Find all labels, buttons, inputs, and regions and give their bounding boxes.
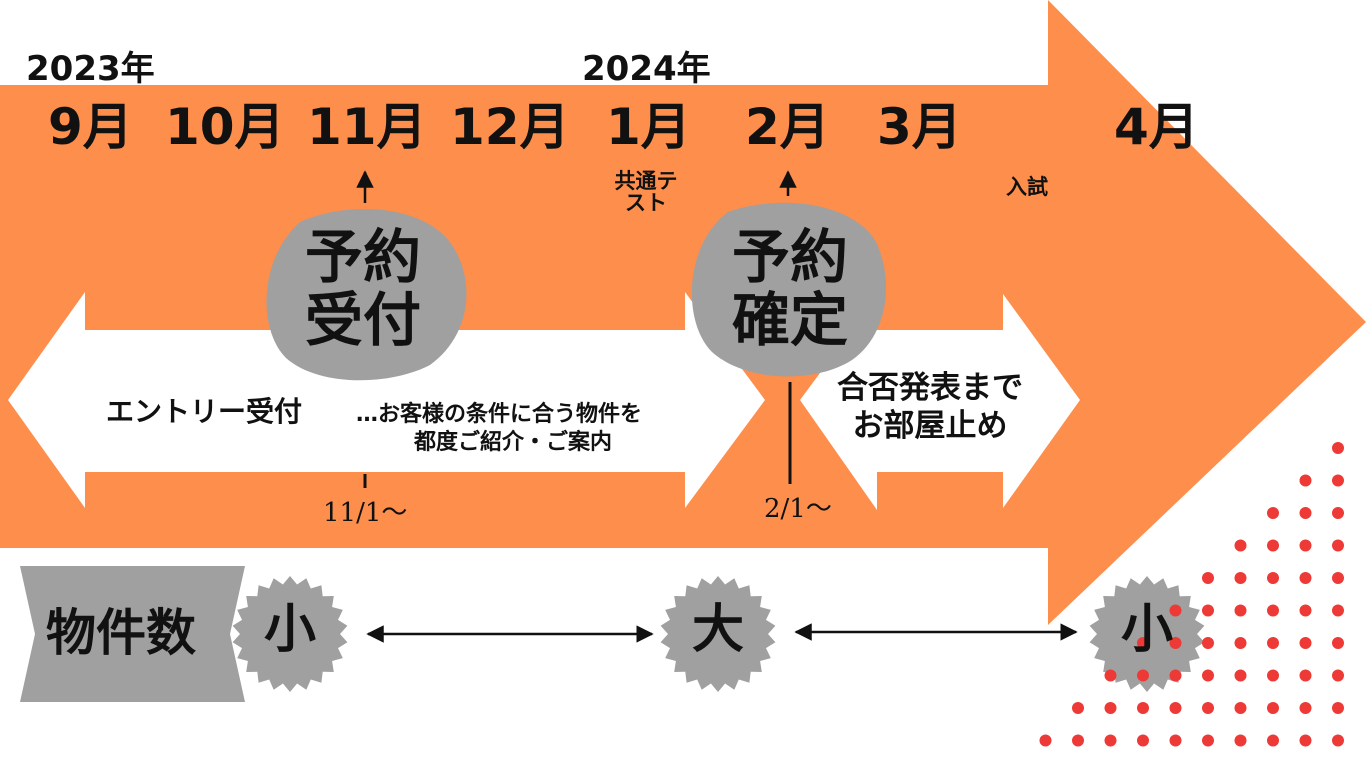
dot xyxy=(1137,734,1149,747)
entry-period-arrow xyxy=(8,292,765,508)
announcement-line1: 合否発表まで xyxy=(837,370,1023,406)
count-level-large: 大 xyxy=(691,600,744,660)
dot xyxy=(1234,604,1247,617)
dot xyxy=(1299,734,1312,747)
dot xyxy=(1267,507,1279,519)
dot xyxy=(1137,669,1149,682)
dot xyxy=(1202,637,1214,649)
timeline-arrow xyxy=(0,0,1366,625)
dot xyxy=(1202,572,1214,584)
dot xyxy=(1234,734,1247,747)
count-level-small-start: 小 xyxy=(263,600,316,660)
dot xyxy=(1104,702,1117,714)
month-sep: 9月 xyxy=(48,98,133,156)
dot xyxy=(1169,604,1182,617)
property-count-banner xyxy=(20,566,245,702)
event-common-test: 共通テスト xyxy=(614,169,678,216)
year-2023: 2023年 xyxy=(26,49,155,89)
dot xyxy=(1267,604,1279,617)
date-start-confirm: 2/1～ xyxy=(764,494,832,524)
dot xyxy=(1332,474,1344,487)
dot xyxy=(1299,539,1312,552)
entry-label: エントリー受付 xyxy=(106,395,303,428)
dot xyxy=(1137,637,1149,649)
month-mar: 3月 xyxy=(877,98,962,156)
date-start-reservation: 11/1～ xyxy=(323,498,408,528)
dot xyxy=(1332,442,1344,454)
dot xyxy=(1234,669,1247,682)
dot xyxy=(1299,474,1312,487)
month-oct: 10月 xyxy=(165,98,285,156)
dot xyxy=(1202,669,1214,682)
dot xyxy=(1234,702,1247,714)
dot xyxy=(1332,669,1344,682)
reservation-confirm-blob xyxy=(691,202,887,377)
dot-pattern xyxy=(1039,442,1344,747)
dot xyxy=(1234,539,1247,552)
dot xyxy=(1332,539,1344,552)
dot xyxy=(1267,734,1279,747)
dot xyxy=(1104,669,1117,682)
dot xyxy=(1169,734,1182,747)
reservation-confirm-label: 予約確定 xyxy=(731,223,848,354)
dot xyxy=(1332,637,1344,649)
dot xyxy=(1299,702,1312,714)
dot xyxy=(1299,507,1312,519)
month-apr: 4月 xyxy=(1114,98,1199,156)
entry-detail-line1: …お客様の条件に合う物件を xyxy=(356,402,643,427)
dot xyxy=(1169,669,1182,682)
dot xyxy=(1202,702,1214,714)
dot xyxy=(1169,637,1182,649)
dot xyxy=(1267,669,1279,682)
dot xyxy=(1072,702,1084,714)
event-exam: 入試 xyxy=(1006,175,1048,199)
month-nov: 11月 xyxy=(307,98,427,156)
reservation-accept-blob xyxy=(266,209,467,381)
month-jan: 1月 xyxy=(606,98,691,156)
dot xyxy=(1299,604,1312,617)
dot xyxy=(1267,572,1279,584)
dot xyxy=(1234,637,1247,649)
month-dec: 12月 xyxy=(450,98,570,156)
count-badge-small-start xyxy=(232,576,348,692)
reservation-accept-label: 予約受付 xyxy=(304,223,421,354)
dot xyxy=(1202,604,1214,617)
dot xyxy=(1202,734,1214,747)
dot xyxy=(1234,572,1247,584)
property-count-label: 物件数 xyxy=(46,604,196,662)
dot xyxy=(1169,702,1182,714)
dot xyxy=(1104,734,1117,747)
hold-period-arrow xyxy=(800,294,1080,510)
month-feb: 2月 xyxy=(745,98,830,156)
count-badge-large xyxy=(660,576,776,692)
count-level-small-end: 小 xyxy=(1120,600,1173,660)
year-2024: 2024年 xyxy=(582,49,711,89)
dot xyxy=(1299,572,1312,584)
dot xyxy=(1332,507,1344,519)
dot xyxy=(1332,604,1344,617)
dot xyxy=(1332,702,1344,714)
dot xyxy=(1332,572,1344,584)
dot xyxy=(1267,702,1279,714)
dot xyxy=(1072,734,1084,747)
dot xyxy=(1332,734,1344,747)
dot xyxy=(1039,734,1052,747)
dot xyxy=(1267,539,1279,552)
announcement-line2: お部屋止め xyxy=(852,408,1008,444)
entry-detail-line2: 都度ご紹介・ご案内 xyxy=(414,430,613,455)
dot xyxy=(1299,669,1312,682)
dot xyxy=(1137,702,1149,714)
dot xyxy=(1267,637,1279,649)
dot xyxy=(1299,637,1312,649)
